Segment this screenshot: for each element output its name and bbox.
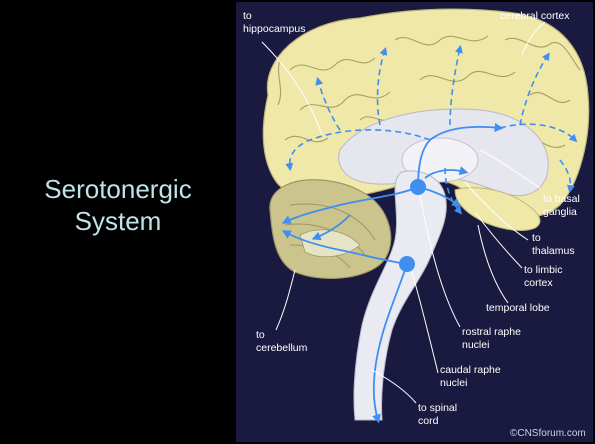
label-basal-ganglia-line2: ganglia: [543, 206, 577, 218]
label-rostral-raphe-line2: nuclei: [462, 339, 489, 351]
slide-title: Serotonergic System: [18, 173, 218, 237]
label-basal-ganglia-line1: to basal: [543, 193, 580, 205]
label-cerebellum-line1: to: [256, 329, 265, 341]
label-thalamus-line2: thalamus: [532, 245, 575, 257]
title-line-2: System: [18, 205, 218, 237]
brain-diagram: to hippocampus cerebral cortex to basal …: [236, 2, 593, 442]
label-temporal-lobe: temporal lobe: [486, 302, 550, 314]
label-spinal-cord-line1: to spinal: [418, 402, 457, 414]
title-line-1: Serotonergic: [18, 173, 218, 205]
brain-svg: to hippocampus cerebral cortex to basal …: [236, 2, 593, 442]
label-hippocampus-line2: hippocampus: [243, 23, 305, 35]
label-spinal-cord-line2: cord: [418, 415, 439, 427]
label-rostral-raphe-line1: rostral raphe: [462, 326, 521, 338]
label-caudal-raphe-line2: nuclei: [440, 377, 467, 389]
label-limbic-line2: cortex: [524, 277, 553, 289]
label-hippocampus-line1: to: [243, 10, 252, 22]
label-thalamus-line1: to: [532, 232, 541, 244]
label-cerebellum-line2: cerebellum: [256, 342, 308, 354]
label-caudal-raphe-line1: caudal raphe: [440, 364, 501, 376]
label-cerebral-cortex: cerebral cortex: [500, 10, 570, 22]
copyright-notice: ©CNSforum.com: [510, 428, 586, 439]
label-limbic-line1: to limbic: [524, 264, 563, 276]
